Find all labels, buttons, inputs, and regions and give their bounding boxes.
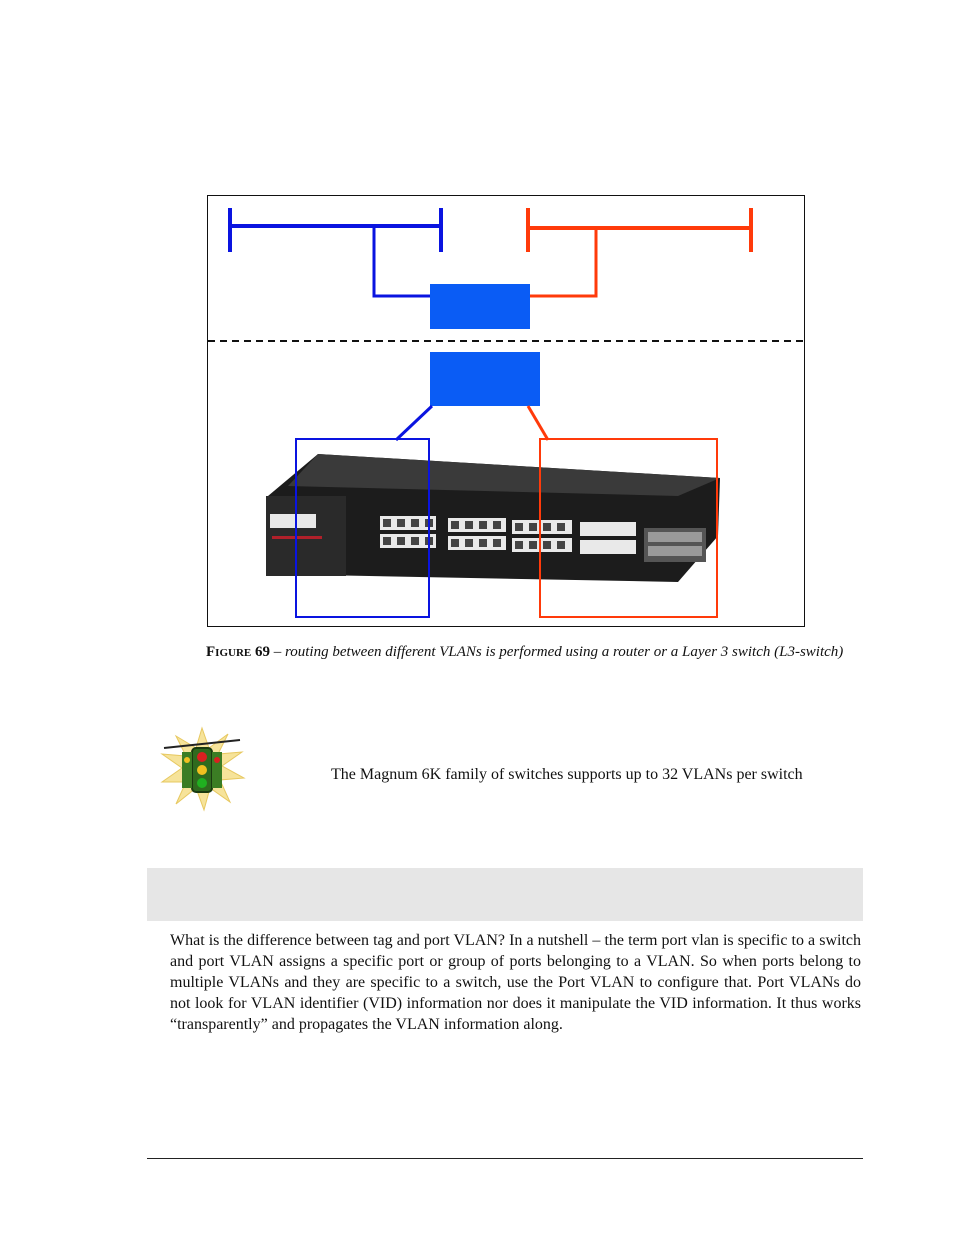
figure-69-diagram [207, 195, 806, 627]
caption-text: routing between different VLANs is perfo… [284, 644, 844, 660]
switch-device-image [266, 454, 720, 582]
body-paragraph: What is the difference between tag and p… [170, 932, 861, 1033]
router-box [430, 284, 530, 329]
note-text: The Magnum 6K family of switches support… [331, 766, 803, 783]
figure-label: Figure 69 [206, 644, 270, 660]
vlan-b-port-frame [539, 438, 718, 618]
l3-switch-box [430, 352, 540, 406]
vlan-a-port-frame [295, 438, 430, 618]
footer-rule [147, 1158, 863, 1159]
section-heading-band [147, 868, 863, 921]
vlan-b-connector [526, 405, 550, 441]
vlan-a-connector [394, 404, 434, 442]
caption-separator: – [269, 644, 285, 660]
vlan-b-segment [526, 208, 753, 298]
figure-caption: Figure 69 – routing between different VL… [206, 641, 856, 663]
vlan-routing-diagram [208, 208, 806, 618]
vlan-a-segment [228, 208, 443, 298]
traffic-light-icon [158, 726, 246, 812]
